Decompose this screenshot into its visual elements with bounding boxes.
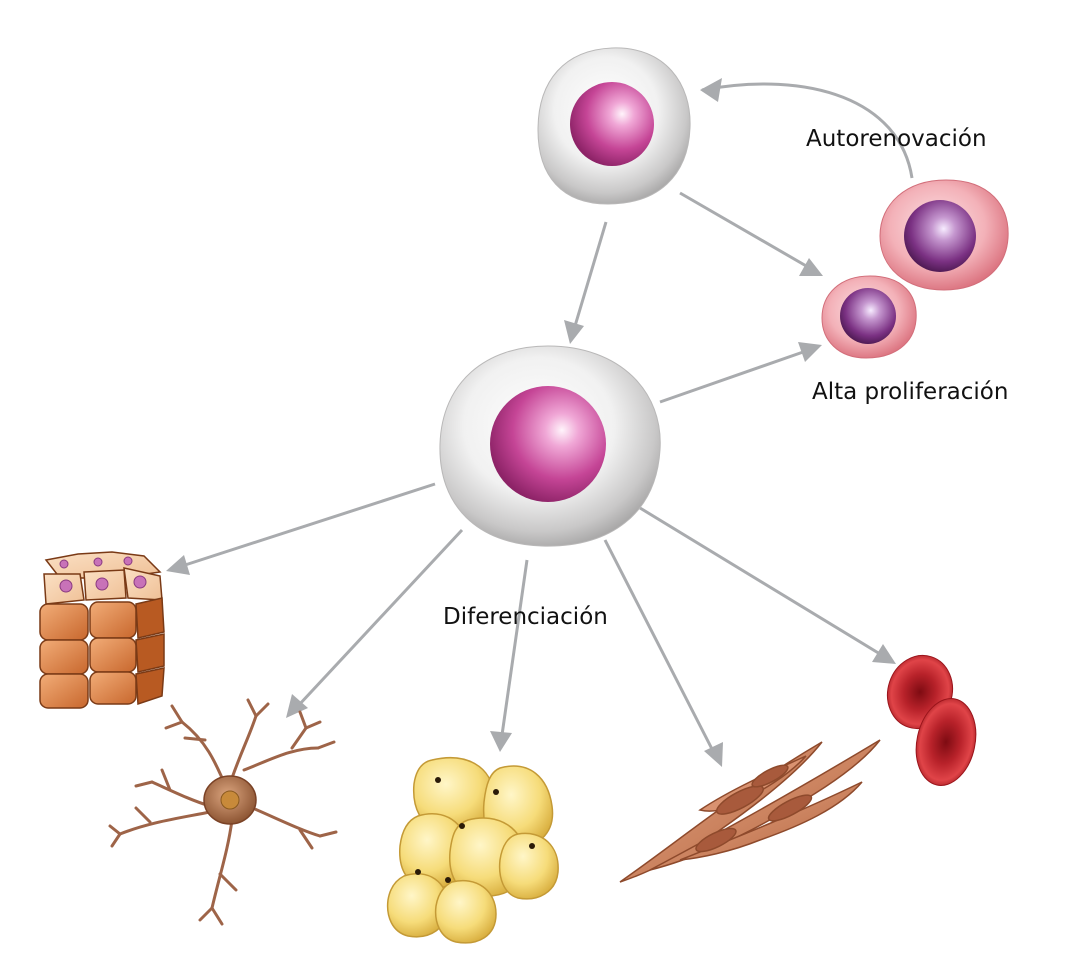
- arrowhead-to-adipocyte: [490, 731, 512, 752]
- arrowhead-stem-to-progenitor: [564, 320, 584, 344]
- epithelial-cells: [40, 552, 164, 708]
- differentiation-label: Diferenciación: [443, 606, 608, 629]
- stem-cell-nucleus: [570, 82, 654, 166]
- arrow-stem-to-proliferation: [680, 193, 808, 267]
- stem-cell: [538, 48, 690, 204]
- arrowhead-progenitor-to-proliferation: [798, 342, 822, 362]
- arrowhead-to-epithelial: [166, 555, 190, 575]
- self-renewal-arrowhead: [700, 78, 722, 102]
- arrow-progenitor-to-proliferation: [660, 351, 806, 402]
- arrowhead-stem-to-proliferation: [799, 258, 823, 276]
- arrow-to-adipocyte: [502, 560, 527, 735]
- adipocytes: [388, 758, 559, 943]
- arrow-to-neuron: [298, 530, 462, 706]
- muscle-cells: [620, 740, 880, 882]
- arrow-to-red-blood-cell: [640, 508, 880, 654]
- self-renewal-label: Autorenovación: [806, 128, 987, 151]
- arrow-to-muscle: [605, 540, 713, 751]
- proliferating-cell-small-nucleus: [840, 288, 896, 344]
- arrow-to-epithelial: [182, 484, 435, 566]
- arrow-stem-to-progenitor: [575, 222, 606, 326]
- high-proliferation-label: Alta proliferación: [812, 381, 1008, 404]
- arrowhead-to-muscle: [704, 742, 723, 767]
- proliferating-cells: [822, 180, 1008, 358]
- progenitor-cell: [440, 346, 660, 546]
- red-blood-cells: [878, 647, 983, 791]
- arrowhead-to-red-blood-cell: [872, 644, 896, 664]
- proliferating-cell-large-nucleus: [904, 200, 976, 272]
- progenitor-cell-nucleus: [490, 386, 606, 502]
- neuron: [110, 700, 336, 924]
